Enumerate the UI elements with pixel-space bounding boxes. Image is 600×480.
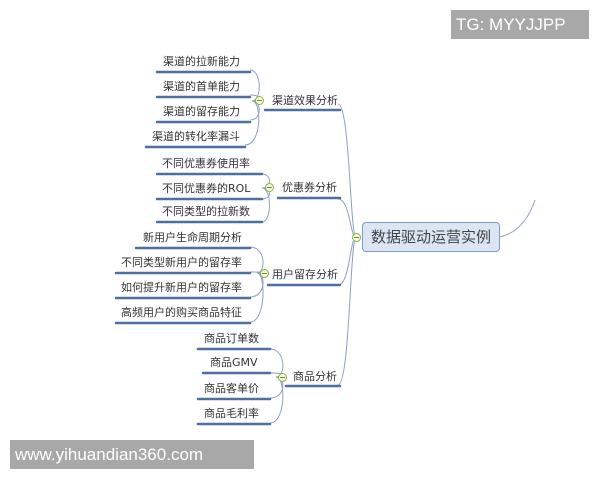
branch-channel-effect[interactable]: 渠道效果分析 [272,94,338,107]
child-node[interactable]: 不同优惠券的ROL [162,182,251,195]
collapse-icon[interactable] [260,269,269,278]
child-node[interactable]: 高频用户的购买商品特征 [121,306,242,319]
collapse-icon[interactable] [255,96,264,105]
collapse-icon[interactable] [265,183,274,192]
child-node[interactable]: 不同优惠券使用率 [162,157,250,170]
child-node[interactable]: 渠道的留存能力 [163,105,240,118]
child-node[interactable]: 不同类型的拉新数 [162,205,250,218]
root-node[interactable]: 数据驱动运营实例 [362,222,500,252]
child-node[interactable]: 不同类型新用户的留存率 [121,256,242,269]
child-node[interactable]: 如何提升新用户的留存率 [121,281,242,294]
watermark-tg: TG: MYYJJPP [451,10,589,39]
child-node[interactable]: 商品客单价 [204,382,259,395]
child-node[interactable]: 商品订单数 [204,332,259,345]
branch-coupon[interactable]: 优惠券分析 [282,181,337,194]
collapse-icon[interactable] [352,233,361,242]
child-node[interactable]: 渠道的首单能力 [163,80,240,93]
child-node[interactable]: 新用户生命周期分析 [143,231,242,244]
child-node[interactable]: 商品GMV [210,356,258,369]
child-node[interactable]: 渠道的拉新能力 [163,55,240,68]
branch-product[interactable]: 商品分析 [293,370,337,383]
child-node[interactable]: 渠道的转化率漏斗 [152,130,240,143]
watermark-url: www.yihuandian360.com [10,440,254,469]
collapse-icon[interactable] [278,373,287,382]
child-node[interactable]: 商品毛利率 [204,407,259,420]
branch-user-retention[interactable]: 用户留存分析 [272,268,338,281]
